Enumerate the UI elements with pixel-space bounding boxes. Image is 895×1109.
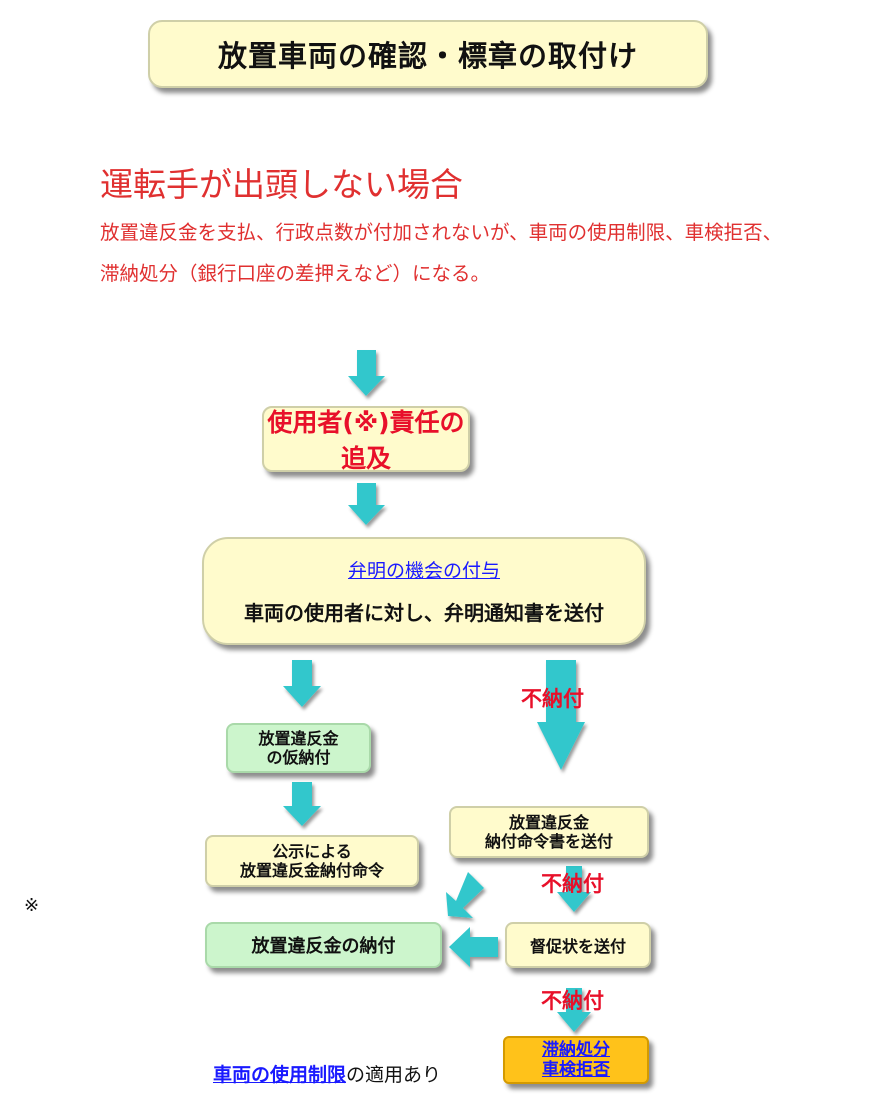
- arrow-down-icon: [283, 660, 321, 707]
- order-line1: 放置違反金: [508, 813, 589, 832]
- note-mark: ※: [24, 895, 40, 916]
- arrow-diagonal-icon: [446, 872, 484, 918]
- public-notice-box: 公示による 放置違反金納付命令: [205, 835, 419, 887]
- order-line2: 納付命令書を送付: [484, 832, 613, 851]
- footer-text: の適用あり: [346, 1064, 442, 1086]
- disposal-line2[interactable]: 車検拒否: [542, 1060, 610, 1080]
- payment-order-box: 放置違反金 納付命令書を送付: [449, 806, 649, 858]
- explanation-box: 弁明の機会の付与 車両の使用者に対し、弁明通知書を送付: [202, 537, 646, 645]
- provisional-payment-box: 放置違反金 の仮納付: [226, 723, 371, 773]
- arrow-down-icon: [348, 483, 385, 525]
- responsibility-text: 使用者(※)責任の追及: [267, 408, 465, 473]
- nonpayment-label-1: 不納付: [521, 687, 584, 711]
- section-description: 放置違反金を支払、行政点数が付加されないが、車両の使用制限、車検拒否、滞納処分（…: [100, 221, 783, 285]
- page-title-text: 放置車両の確認・標章の取付け: [217, 39, 638, 73]
- arrow-down-icon: [348, 350, 385, 396]
- arrow-down-large-icon: [537, 660, 585, 770]
- responsibility-box: 使用者(※)責任の追及: [262, 406, 470, 473]
- nonpayment-label-3: 不納付: [541, 989, 604, 1013]
- public-notice-line2: 放置違反金納付命令: [239, 861, 384, 880]
- explanation-text: 車両の使用者に対し、弁明通知書を送付: [244, 601, 604, 625]
- page-title: 放置車両の確認・標章の取付け: [148, 20, 708, 88]
- section-heading: 運転手が出頭しない場合: [100, 165, 463, 204]
- reminder-box: 督促状を送付: [505, 922, 651, 968]
- explanation-link[interactable]: 弁明の機会の付与: [347, 560, 500, 582]
- footer-note: 車両の使用制限の適用あり: [213, 1060, 441, 1087]
- arrow-left-icon: [449, 927, 498, 967]
- arrow-down-icon: [557, 866, 591, 912]
- disposal-box[interactable]: 滞納処分 車検拒否: [503, 1036, 649, 1084]
- payment-text: 放置違反金の納付: [251, 936, 396, 957]
- arrow-down-icon: [283, 782, 321, 826]
- public-notice-line1: 公示による: [272, 842, 352, 861]
- vehicle-restriction-link[interactable]: 車両の使用制限: [213, 1064, 347, 1086]
- disposal-line1[interactable]: 滞納処分: [542, 1040, 610, 1060]
- provisional-line2: の仮納付: [266, 748, 331, 767]
- arrow-down-icon: [557, 988, 591, 1032]
- nonpayment-label-2: 不納付: [541, 872, 604, 896]
- payment-box: 放置違反金の納付: [205, 922, 442, 968]
- provisional-line1: 放置違反金: [258, 729, 339, 748]
- reminder-text: 督促状を送付: [529, 937, 626, 956]
